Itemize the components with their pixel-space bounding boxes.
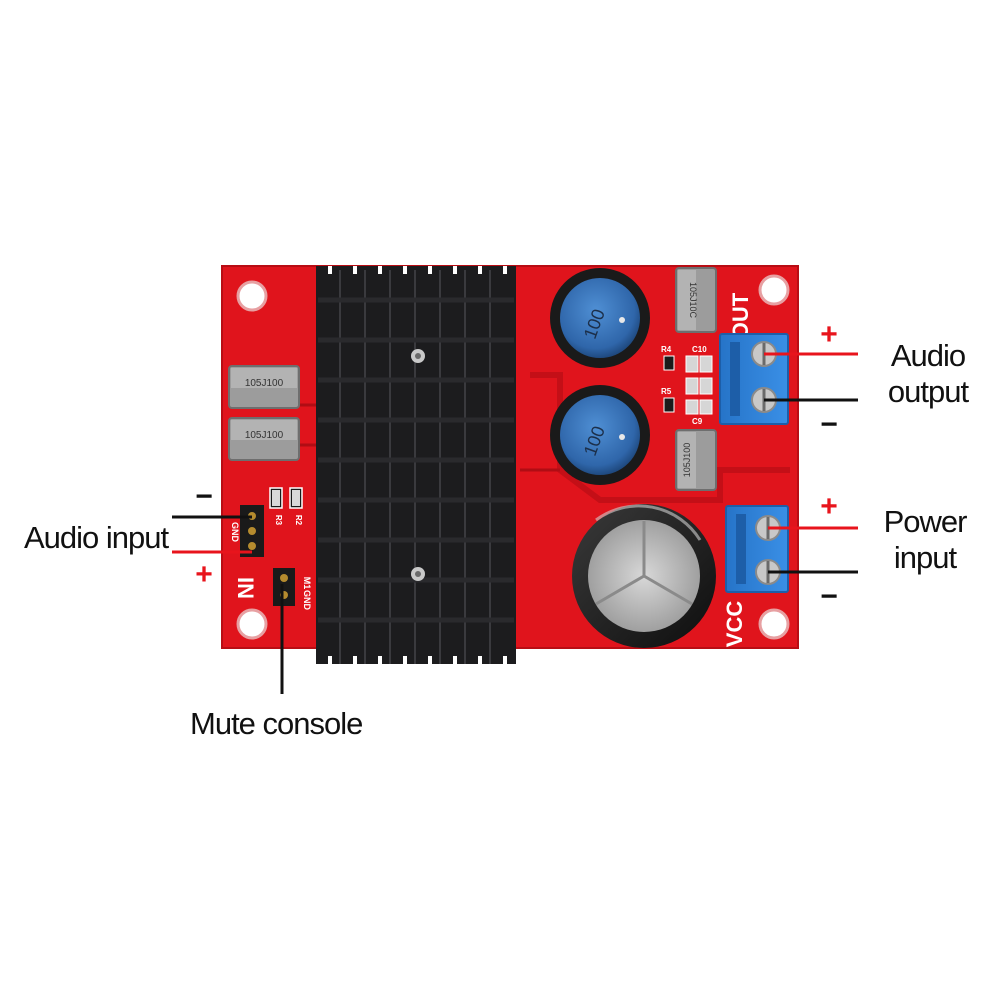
audio-output-minus-sign: − (820, 408, 838, 441)
silk-c9: C9 (692, 417, 703, 426)
silk-c10: C10 (692, 345, 707, 354)
electrolytic-capacitor (572, 504, 716, 648)
silk-r5: R5 (661, 387, 672, 396)
audio-output-label-line2: output (888, 374, 970, 409)
cap-right-bottom: 105J100 (675, 429, 717, 491)
silk-gnd-mute: GND (302, 590, 312, 611)
heatsink-fins (339, 270, 491, 664)
cap-left-top: 105J100 (228, 365, 300, 409)
power-input-label-line1: Power (884, 504, 968, 539)
cap-left-bottom-label: 105J100 (245, 430, 284, 441)
cap-right-top: 105J10C (675, 267, 717, 333)
silk-in: IN (233, 577, 258, 599)
cap-left-top-label: 105J100 (245, 378, 284, 389)
callout-labels: Audio output Power input Audio input Mut… (24, 338, 970, 741)
silk-gnd-in: GND (230, 522, 240, 543)
audio-input-label: Audio input (24, 520, 170, 555)
audio-output-label-line1: Audio (891, 338, 965, 373)
audio-input-plus-sign: + (195, 558, 213, 591)
power-input-plus-sign: + (820, 490, 838, 523)
pcb-trace (530, 372, 790, 503)
audio-input-minus-sign: − (195, 480, 213, 513)
cap-right-top-label: 105J10C (688, 282, 698, 319)
mute-console-label: Mute console (190, 706, 362, 741)
callout-lines (172, 352, 858, 694)
polarity-signs: + − + − − + (195, 318, 838, 613)
silk-out: OUT (728, 292, 753, 339)
silk-vcc: VCC (722, 601, 747, 648)
terminal-output (719, 333, 789, 425)
power-input-minus-sign: − (820, 580, 838, 613)
cap-left-bottom: 105J100 (228, 417, 300, 461)
heatsink-grooves (318, 297, 514, 623)
mute-header: M1 GND (273, 568, 312, 611)
heatsink-screws (411, 349, 425, 581)
power-input-label-line2: input (894, 540, 958, 575)
cap-right-bottom-label: 105J100 (682, 443, 692, 478)
audio-output-plus-sign: + (820, 318, 838, 351)
heatsink-comb (328, 266, 507, 664)
resistors-r3-r2: R3 R2 (269, 487, 303, 526)
inductor-bottom: 100 (550, 385, 650, 485)
inductor-top: 100 (550, 268, 650, 368)
smd-components: R4 R5 C10 C9 (661, 345, 713, 426)
mounting-hole-icon (236, 274, 790, 640)
silk-r3: R3 (274, 515, 283, 526)
silk-r2: R2 (294, 515, 303, 526)
silk-m1: M1 (302, 577, 312, 590)
heatsink-icon (316, 266, 516, 664)
pcb-trace-left (300, 403, 316, 447)
terminal-power (725, 505, 789, 593)
silk-r4: R4 (661, 345, 672, 354)
